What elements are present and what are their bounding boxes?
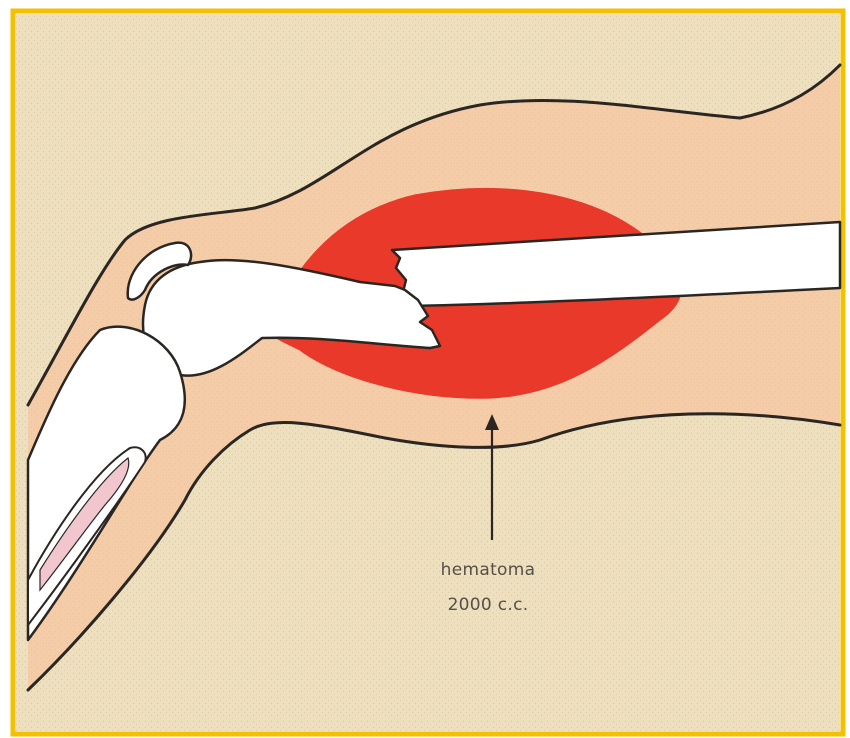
annotation-label: hematoma [441, 560, 536, 580]
annotation-volume: 2000 c.c. [448, 595, 529, 615]
